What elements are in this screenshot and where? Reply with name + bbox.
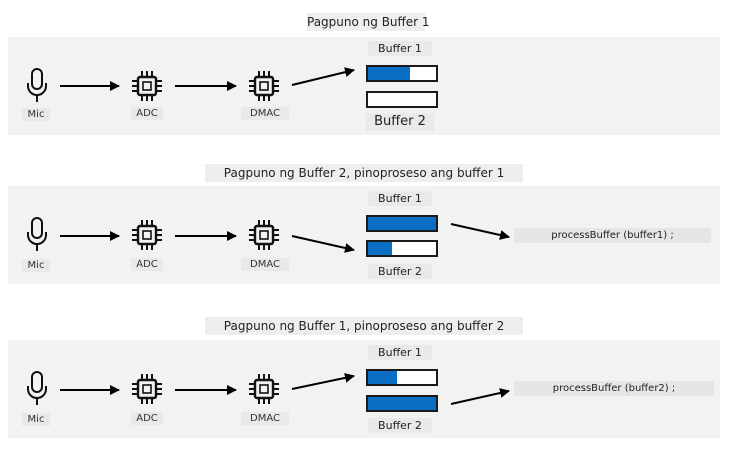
buffer2-label: Buffer 2 [366,113,434,131]
microphone-icon [27,217,47,252]
arrow-buffer-to-process [450,223,510,240]
dmac-chip-icon [248,373,280,405]
buffer1-bar [366,215,438,232]
adc-label: ADC [131,412,163,425]
buffer1-label: Buffer 1 [368,41,432,56]
arrow-dmac-to-buffer [291,235,355,253]
buffer-fill-level [368,67,411,80]
adc-chip-icon [131,373,163,405]
microphone-icon [27,371,47,406]
buffer1-label: Buffer 1 [368,191,432,206]
adc-chip-icon [131,219,163,251]
buffer1-bar [366,369,438,386]
arrow-dmac-to-buffer [291,372,355,390]
dmac-label: DMAC [241,412,289,425]
buffer-fill-level [368,397,436,410]
microphone-icon [27,68,47,103]
buffer2-bar [366,395,438,412]
row1-panel [8,37,720,135]
row1-title: Pagpuno ng Buffer 1 [307,13,430,31]
mic-label: Mic [22,259,50,272]
adc-label: ADC [131,258,163,271]
dmac-label: DMAC [241,107,289,120]
buffer1-label: Buffer 1 [368,345,432,360]
adc-chip-icon [131,70,163,102]
buffer2-label: Buffer 2 [368,418,432,433]
buffer-fill-level [368,371,397,384]
adc-label: ADC [131,107,163,120]
buffer1-bar [366,65,438,82]
arrow-dmac-to-buffer [291,67,355,86]
mic-label: Mic [22,108,50,121]
buffer2-bar [366,240,438,257]
buffer2-label: Buffer 2 [368,264,432,279]
process-call: processBuffer (buffer2) ; [514,381,714,396]
dmac-chip-icon [248,219,280,251]
dmac-chip-icon [248,70,280,102]
dmac-label: DMAC [241,258,289,271]
buffer-fill-level [368,242,392,255]
buffer2-bar [366,91,438,108]
row2-title: Pagpuno ng Buffer 2, pinoproseso ang buf… [205,164,523,182]
mic-label: Mic [22,413,50,426]
process-call: processBuffer (buffer1) ; [514,228,711,243]
arrow-buffer-to-process [450,388,510,405]
row3-title: Pagpuno ng Buffer 1, pinoproseso ang buf… [205,317,523,335]
buffer-fill-level [368,217,436,230]
